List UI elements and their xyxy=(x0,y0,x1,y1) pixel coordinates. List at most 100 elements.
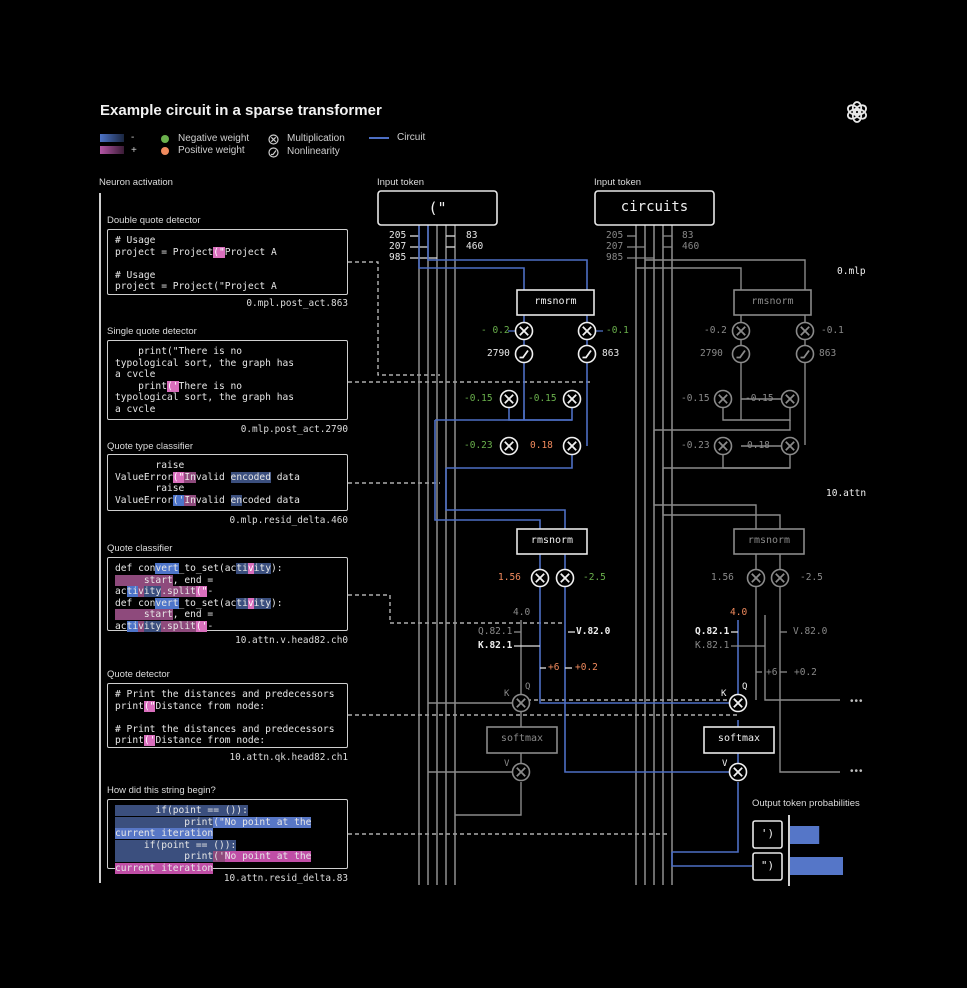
activation-example-box: print("There is no typological sort, the… xyxy=(107,340,348,420)
output-token-box xyxy=(752,820,783,849)
output-probability-bar xyxy=(790,826,820,844)
input-token-value[interactable]: circuits xyxy=(620,199,689,215)
positive-gradient-swatch xyxy=(100,146,124,154)
multiply-node-icon xyxy=(713,436,733,456)
activation-example-box: if(point == ()): print("No point at the … xyxy=(107,799,348,874)
nonlinearity-id: 2790 xyxy=(700,348,723,359)
right-residual-stream xyxy=(635,225,673,885)
neuron-id-caption: 10.attn.resid_delta.83 xyxy=(223,873,348,884)
rmsnorm-label: rmsnorm xyxy=(751,296,794,307)
qk-scale-label: 4.0 xyxy=(513,607,531,618)
weight-label: 0.18 xyxy=(747,440,770,451)
multiply-node-icon xyxy=(499,436,519,456)
negative-weight-dot-icon xyxy=(161,135,169,143)
output-token: ') xyxy=(760,827,775,840)
neuron-id-caption: 0.mlp.resid_delta.460 xyxy=(229,515,348,526)
neuron-label: Single quote detector xyxy=(107,326,197,337)
nonlinearity-id: 863 xyxy=(819,348,837,359)
input-token-box xyxy=(594,190,715,226)
qk-multiply-node-icon xyxy=(511,693,531,713)
weight-label-negative: -0.23 xyxy=(464,440,493,451)
multiply-node-icon xyxy=(562,436,582,456)
embedding-ids-right: 83 460 xyxy=(466,230,484,252)
left-residual-stream xyxy=(418,225,456,885)
ellipsis-icon: ••• xyxy=(850,766,864,777)
multiplication-label: Multiplication xyxy=(287,133,345,144)
openai-logo-icon xyxy=(847,101,867,123)
neuron-id-caption: 0.mpl.post_act.863 xyxy=(246,298,348,309)
multiply-node-icon xyxy=(562,389,582,409)
k-port-label: K xyxy=(721,689,727,699)
weight-label-negative: -2.5 xyxy=(583,572,606,583)
embedding-ids-left-dim: 205 207 985 xyxy=(606,230,624,263)
weight-label: -0.2 xyxy=(704,325,727,336)
multiplication-icon xyxy=(268,134,279,145)
add-weight-label: +6 xyxy=(766,667,778,678)
weight-label: -0.15 xyxy=(681,393,710,404)
nonlinearity-node-icon xyxy=(577,344,597,364)
nonlinearity-icon xyxy=(268,147,279,158)
positive-weight-label: Positive weight xyxy=(178,145,245,156)
v-head-label: V.82.0 xyxy=(793,626,828,637)
q-head-label: Q.82.1 xyxy=(695,626,730,637)
neuron-label: Quote type classifier xyxy=(107,441,194,452)
layer-label-attn: 10.attn xyxy=(826,488,867,499)
weight-label: -0.23 xyxy=(681,440,710,451)
weight-label-negative: - 0.2 xyxy=(481,325,510,336)
multiply-node-icon xyxy=(770,568,790,588)
circuit-label: Circuit xyxy=(397,132,426,143)
neuron-label: Quote classifier xyxy=(107,543,173,554)
nonlinearity-node-icon xyxy=(514,344,534,364)
output-token-box xyxy=(752,852,783,881)
layer-label-mlp: 0.mlp xyxy=(837,266,866,277)
add-weight-label: +0.2 xyxy=(794,667,817,678)
negative-gradient-swatch xyxy=(100,134,124,142)
softmax-box xyxy=(703,726,775,754)
qk-multiply-node-icon xyxy=(728,693,748,713)
rmsnorm-box xyxy=(733,289,812,316)
weight-label: -0.1 xyxy=(821,325,844,336)
neuron-id-caption: 0.mlp.post_act.2790 xyxy=(240,424,348,435)
input-token-label: Input token xyxy=(377,177,425,188)
multiply-node-icon xyxy=(514,321,534,341)
multiply-node-icon xyxy=(499,389,519,409)
negative-weight-label: Negative weight xyxy=(178,133,250,144)
multiply-node-icon xyxy=(713,389,733,409)
rmsnorm-label: rmsnorm xyxy=(747,535,791,546)
activation-example-box: raise ValueError("Invalid encoded data r… xyxy=(107,454,348,511)
activation-example-box: # Print the distances and predecessors p… xyxy=(107,683,348,748)
output-probability-bar xyxy=(790,857,843,875)
positive-weight-dot-icon xyxy=(161,147,169,155)
activation-example-box: # Usage project = Project("Project A # U… xyxy=(107,229,348,295)
add-weight-label: +0.2 xyxy=(575,662,598,673)
k-head-label: K.82.1 xyxy=(695,640,730,651)
k-head-label: K.82.1 xyxy=(478,640,513,651)
v-head-label: V.82.0 xyxy=(576,626,611,637)
weight-label-positive: 1.56 xyxy=(498,572,521,583)
v-multiply-node-icon xyxy=(511,762,531,782)
nonlinearity-label: Nonlinearity xyxy=(287,146,340,157)
ellipsis-icon: ••• xyxy=(850,696,864,707)
nonlinearity-node-icon xyxy=(795,344,815,364)
v-multiply-node-icon xyxy=(728,762,748,782)
softmax-label: softmax xyxy=(717,733,761,744)
softmax-label: softmax xyxy=(500,733,544,744)
softmax-box xyxy=(486,726,558,754)
weight-label-positive: 0.18 xyxy=(530,440,553,451)
embedding-ids-left: 205 207 985 xyxy=(389,230,407,263)
k-port-label: K xyxy=(504,689,510,699)
multiply-node-icon xyxy=(746,568,766,588)
connector-double-quote xyxy=(348,261,440,376)
q-head-label: Q.82.1 xyxy=(478,626,513,637)
input-token-value[interactable]: (" xyxy=(428,199,447,217)
input-token-box xyxy=(377,190,498,226)
rmsnorm-label: rmsnorm xyxy=(530,535,574,546)
v-port-label: V xyxy=(504,759,510,769)
rmsnorm-label: rmsnorm xyxy=(534,296,577,307)
neuron-label: How did this string begin? xyxy=(107,785,216,796)
q-port-label: Q xyxy=(525,682,531,692)
multiply-node-icon xyxy=(780,436,800,456)
neuron-activation-header: Neuron activation xyxy=(99,177,173,188)
rmsnorm-box xyxy=(516,289,595,316)
